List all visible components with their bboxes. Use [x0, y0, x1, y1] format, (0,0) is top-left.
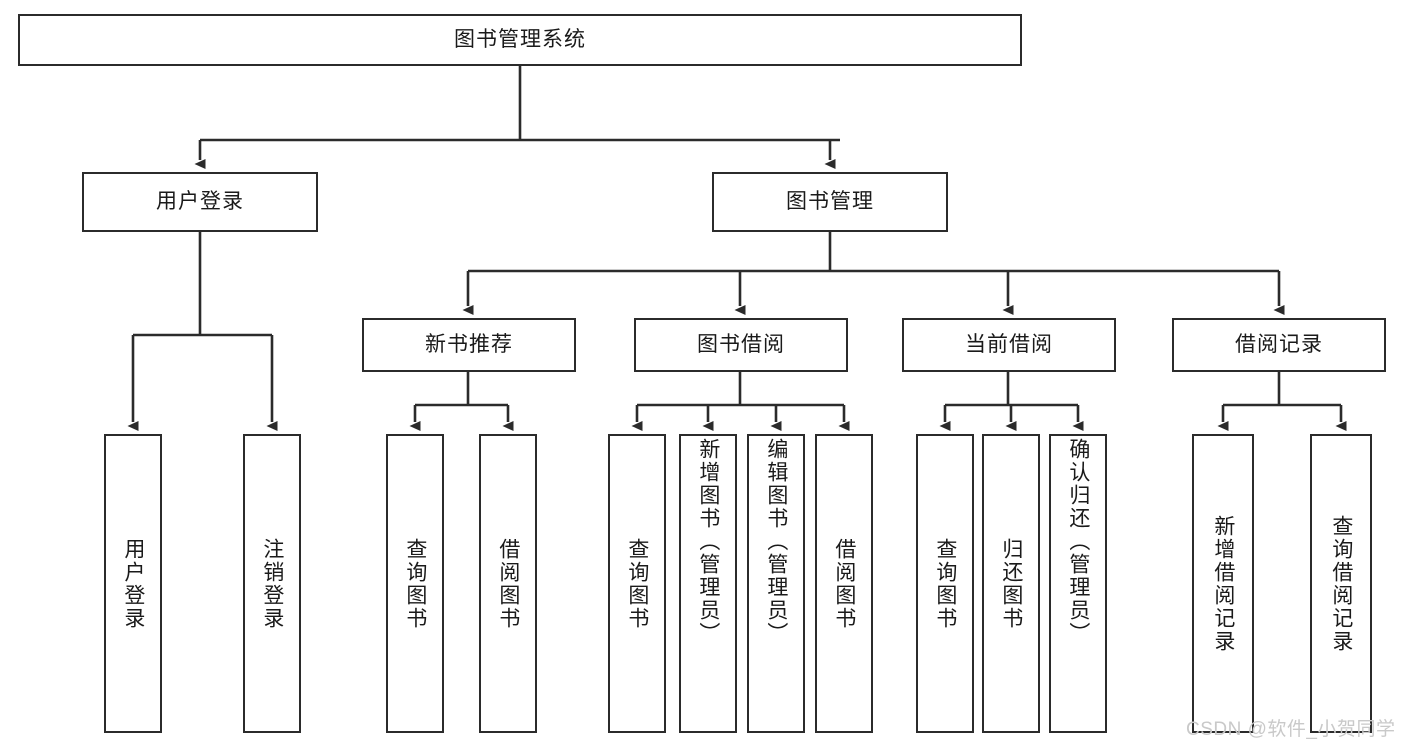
edge-group-records — [1217, 372, 1347, 431]
leaf-add-book-admin[interactable]: 新增图书（管理员） — [679, 434, 737, 733]
node-borrow-records-label: 借阅记录 — [1235, 333, 1323, 357]
node-user-login[interactable]: 用户登录 — [82, 172, 318, 232]
node-new-book-recommend-label: 新书推荐 — [425, 333, 513, 357]
edge-group-root — [194, 66, 840, 169]
leaf-add-book-admin-label: 新增图书（管理员） — [696, 438, 720, 645]
node-root[interactable]: 图书管理系统 — [18, 14, 1022, 66]
leaf-rec-query-book[interactable]: 查询图书 — [386, 434, 444, 733]
leaf-rec-borrow-book[interactable]: 借阅图书 — [479, 434, 537, 733]
leaf-borrow-query-book-label: 查询图书 — [625, 537, 649, 630]
leaf-query-borrow-record-label: 查询借阅记录 — [1329, 514, 1353, 653]
leaf-current-query-book-label: 查询图书 — [933, 537, 957, 630]
node-book-borrow-label: 图书借阅 — [697, 333, 785, 357]
node-new-book-recommend[interactable]: 新书推荐 — [362, 318, 576, 372]
edge-group-book-mgmt — [462, 232, 1285, 315]
leaf-rec-query-book-label: 查询图书 — [403, 537, 427, 630]
leaf-confirm-return-admin-label: 确认归还（管理员） — [1066, 438, 1090, 645]
leaf-confirm-return-admin[interactable]: 确认归还（管理员） — [1049, 434, 1107, 733]
node-user-login-label: 用户登录 — [156, 190, 244, 214]
leaf-user-login[interactable]: 用户登录 — [104, 434, 162, 733]
node-current-borrow[interactable]: 当前借阅 — [902, 318, 1116, 372]
node-book-management[interactable]: 图书管理 — [712, 172, 948, 232]
leaf-return-book[interactable]: 归还图书 — [982, 434, 1040, 733]
edge-group-current — [939, 372, 1084, 431]
leaf-return-book-label: 归还图书 — [999, 537, 1023, 630]
leaf-user-logout-label: 注销登录 — [260, 537, 284, 630]
edge-group-borrow — [631, 372, 850, 431]
node-root-label: 图书管理系统 — [454, 28, 586, 52]
edge-group-user-login — [127, 232, 278, 431]
node-borrow-records[interactable]: 借阅记录 — [1172, 318, 1386, 372]
node-current-borrow-label: 当前借阅 — [965, 333, 1053, 357]
leaf-lend-book-label: 借阅图书 — [832, 537, 856, 630]
edge-group-new-book-rec — [409, 372, 514, 431]
csdn-watermark: CSDN @软件_小贺同学 — [1186, 719, 1396, 740]
node-book-management-label: 图书管理 — [786, 190, 874, 214]
leaf-user-logout[interactable]: 注销登录 — [243, 434, 301, 733]
leaf-add-borrow-record-label: 新增借阅记录 — [1211, 514, 1235, 653]
leaf-edit-book-admin[interactable]: 编辑图书（管理员） — [747, 434, 805, 733]
leaf-borrow-query-book[interactable]: 查询图书 — [608, 434, 666, 733]
leaf-query-borrow-record[interactable]: 查询借阅记录 — [1310, 434, 1372, 733]
leaf-user-login-label: 用户登录 — [121, 537, 145, 630]
leaf-edit-book-admin-label: 编辑图书（管理员） — [764, 438, 788, 645]
leaf-lend-book[interactable]: 借阅图书 — [815, 434, 873, 733]
leaf-rec-borrow-book-label: 借阅图书 — [496, 537, 520, 630]
leaf-current-query-book[interactable]: 查询图书 — [916, 434, 974, 733]
leaf-add-borrow-record[interactable]: 新增借阅记录 — [1192, 434, 1254, 733]
node-book-borrow[interactable]: 图书借阅 — [634, 318, 848, 372]
